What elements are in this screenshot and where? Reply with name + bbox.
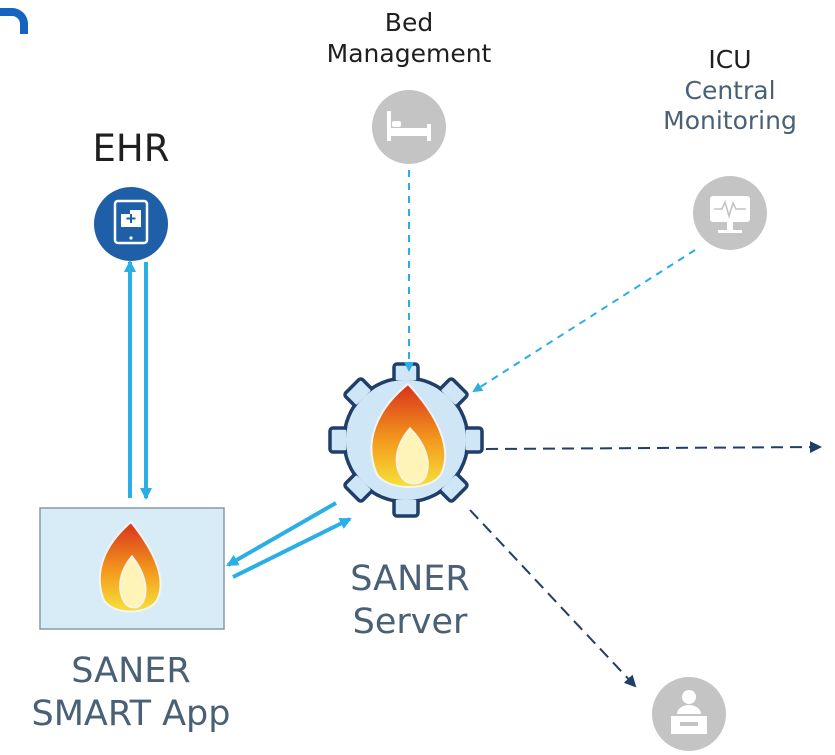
logo-fragment-icon	[0, 8, 28, 34]
tablet-chart-icon	[94, 187, 168, 261]
fhir-flame-icon	[39, 507, 225, 630]
hospital-bed-icon	[372, 90, 446, 164]
server-to-app-arrow	[226, 501, 337, 567]
server-to-right-arrow	[485, 441, 822, 454]
smart-app-label: SANER SMART App	[31, 651, 231, 734]
bed-management-label: Bed Management	[326, 8, 492, 68]
ehr-label: EHR	[92, 127, 170, 170]
monitor-heartbeat-icon	[693, 176, 767, 250]
server-to-bottom-arrow	[469, 509, 637, 688]
app-to-server-arrow	[232, 517, 352, 579]
icu-label: ICU Central Monitoring	[663, 45, 797, 135]
fire-gear-icon	[328, 362, 484, 518]
saner-server-label: SANER Server	[350, 559, 470, 642]
person-at-desk-icon	[652, 677, 726, 751]
icu-to-server-arrow	[472, 249, 696, 393]
